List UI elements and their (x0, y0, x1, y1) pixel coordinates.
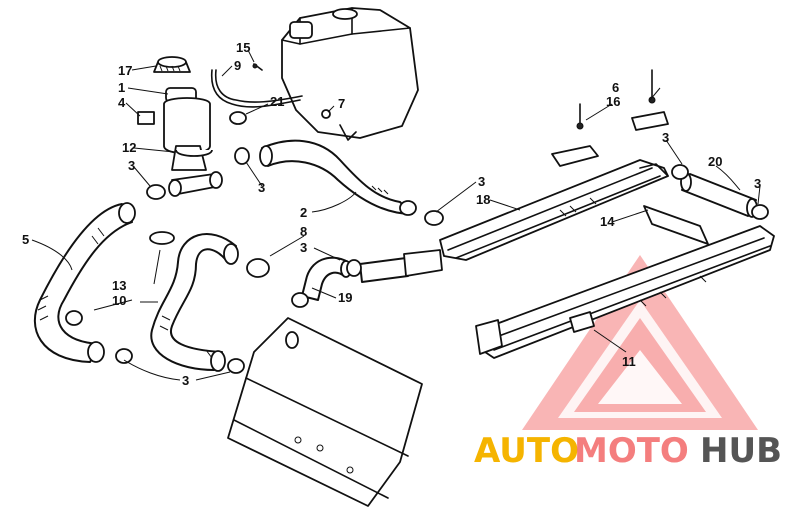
callout-7: 7 (338, 96, 345, 111)
callout-labels: 17 1 4 12 3 15 9 21 7 3 2 5 13 10 8 3 19… (22, 40, 761, 388)
watermark-text: AUTO MOTO HUB (474, 431, 782, 471)
mounting-studs (576, 69, 656, 130)
callout-21: 21 (270, 94, 284, 109)
callout-3-c: 3 (300, 240, 307, 255)
callout-8: 8 (300, 224, 307, 239)
callout-10: 10 (112, 293, 126, 308)
callout-3-d: 3 (182, 373, 189, 388)
watermark-moto: MOTO (574, 431, 689, 471)
heat-shield-plate (227, 317, 423, 507)
callout-9: 9 (234, 58, 241, 73)
watermark-auto: AUTO (474, 431, 579, 471)
callout-11: 11 (622, 354, 636, 369)
radiator-cap (153, 56, 191, 73)
hose-20 (680, 172, 758, 218)
callout-6: 6 (612, 80, 619, 95)
heat-exchanger-11 (475, 225, 775, 359)
callout-20: 20 (708, 154, 722, 169)
hose-10 (150, 233, 239, 372)
callout-3-b: 3 (258, 180, 265, 195)
callout-12: 12 (122, 140, 136, 155)
overflow-tube (210, 63, 303, 125)
callout-2: 2 (300, 205, 307, 220)
callout-5: 5 (22, 232, 29, 247)
callout-13: 13 (112, 278, 126, 293)
hose-connector (359, 249, 443, 283)
hose-2 (259, 139, 417, 216)
heat-exchanger-18 (439, 111, 669, 261)
callout-4: 4 (118, 95, 126, 110)
callout-14: 14 (600, 214, 615, 229)
hose-5 (33, 202, 136, 363)
bracket-14 (643, 205, 709, 245)
callout-3-g: 3 (754, 176, 761, 191)
watermark-logo (522, 255, 758, 430)
coolant-tank (281, 7, 419, 141)
callout-3-e: 3 (478, 174, 485, 189)
callout-19: 19 (338, 290, 352, 305)
filler-neck-assembly (137, 87, 223, 197)
callout-1: 1 (118, 80, 125, 95)
callout-3-a: 3 (128, 158, 135, 173)
callout-15: 15 (236, 40, 250, 55)
leader-lines (31, 49, 761, 381)
callout-16-label: 16 (606, 94, 620, 109)
callout-3-f: 3 (662, 130, 669, 145)
callout-17: 17 (118, 63, 132, 78)
callout-18: 18 (476, 192, 490, 207)
hose-clamps (65, 147, 769, 374)
watermark-hub: HUB (700, 431, 782, 471)
